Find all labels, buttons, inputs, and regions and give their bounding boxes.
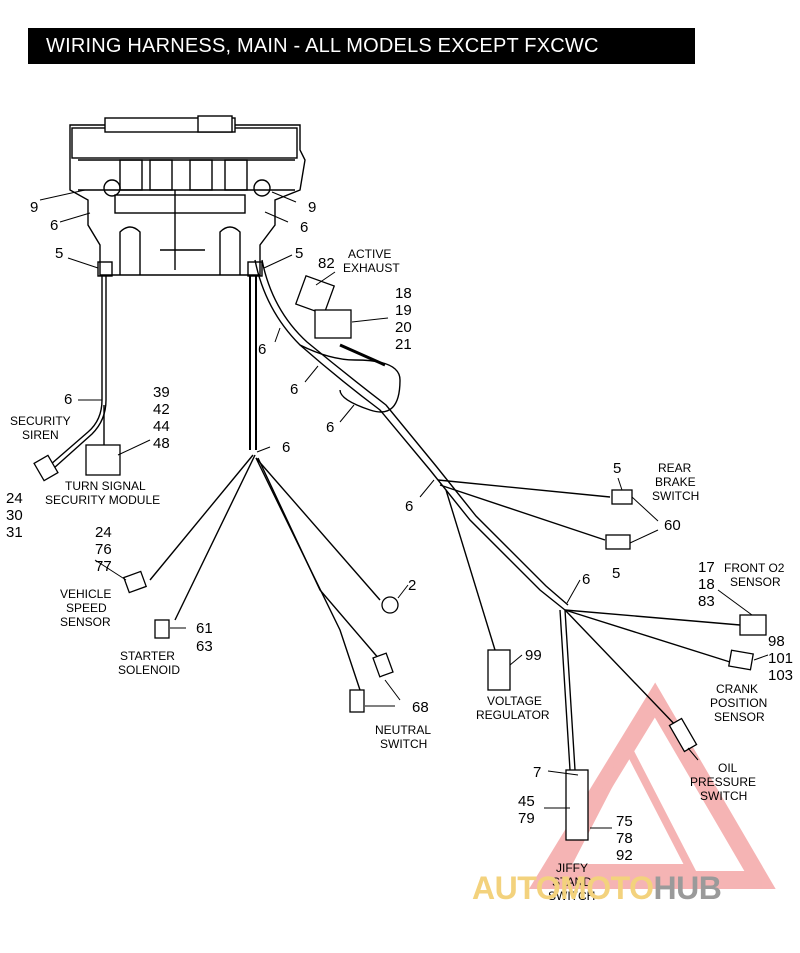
callout-6-exhaust-2: 6	[290, 381, 298, 398]
callout-6-exhaust-1: 6	[258, 341, 266, 358]
label-jiffy-3: SWITCH	[548, 889, 595, 903]
label-neutral-1: NEUTRAL	[375, 723, 431, 737]
callout-6-exhaust-3: 6	[326, 419, 334, 436]
callout-24-b: 24	[95, 524, 112, 541]
label-crank-1: CRANK	[716, 682, 758, 696]
callout-2: 2	[408, 577, 416, 594]
label-o2-1: FRONT O2	[724, 561, 785, 575]
callout-83: 83	[698, 593, 715, 610]
label-crank-2: POSITION	[710, 696, 767, 710]
callout-5-brake-2: 5	[612, 565, 620, 582]
leader-lines	[39, 189, 769, 829]
callout-6-center: 6	[282, 439, 290, 456]
callout-18-a: 18	[395, 285, 412, 302]
callout-68: 68	[412, 699, 429, 716]
label-oil-3: SWITCH	[700, 789, 747, 803]
label-rear-brake-1: REAR	[658, 461, 692, 475]
callout-5-left: 5	[55, 245, 63, 262]
label-oil-1: OIL	[718, 761, 738, 775]
callout-79: 79	[518, 810, 535, 827]
callout-21: 21	[395, 336, 412, 353]
label-voltage-2: REGULATOR	[476, 708, 550, 722]
callout-63: 63	[196, 638, 213, 655]
callout-6-right: 6	[300, 219, 308, 236]
callout-6-left: 6	[50, 217, 58, 234]
label-jiffy-2: STAND	[552, 875, 592, 889]
callout-78: 78	[616, 830, 633, 847]
label-turn-signal-1: TURN SIGNAL	[65, 479, 146, 493]
label-starter-2: SOLENOID	[118, 663, 180, 677]
label-active-exhaust-1: ACTIVE	[348, 247, 391, 261]
callout-5-right: 5	[295, 245, 303, 262]
callout-19: 19	[395, 302, 412, 319]
watermark-part-2: HUB	[653, 870, 722, 906]
callout-101: 101	[768, 650, 793, 667]
label-crank-3: SENSOR	[714, 710, 765, 724]
label-jiffy-1: JIFFY	[556, 861, 588, 875]
diagram-title: WIRING HARNESS, MAIN - ALL MODELS EXCEPT…	[28, 28, 695, 64]
watermark-logo	[528, 682, 776, 889]
callout-99: 99	[525, 647, 542, 664]
label-vss-3: SENSOR	[60, 615, 111, 629]
callout-45: 45	[518, 793, 535, 810]
label-neutral-2: SWITCH	[380, 737, 427, 751]
callout-5-brake: 5	[613, 460, 621, 477]
electrical-caddy	[69, 115, 306, 277]
callout-6-junction: 6	[405, 498, 413, 515]
callout-20: 20	[395, 319, 412, 336]
callout-39: 39	[153, 384, 170, 401]
callout-18-b: 18	[698, 576, 715, 593]
callout-48: 48	[153, 435, 170, 452]
label-security-siren-1: SECURITY	[10, 414, 71, 428]
callout-31: 31	[6, 524, 23, 541]
label-vss-2: SPEED	[66, 601, 107, 615]
label-voltage-1: VOLTAGE	[487, 694, 542, 708]
callout-77: 77	[95, 558, 112, 575]
callout-6-right-branch: 6	[582, 571, 590, 588]
label-vss-1: VEHICLE	[60, 587, 111, 601]
callout-60: 60	[664, 517, 681, 534]
connectors	[33, 274, 767, 841]
callout-44: 44	[153, 418, 170, 435]
callout-76: 76	[95, 541, 112, 558]
callout-42: 42	[153, 401, 170, 418]
component-labels: ACTIVE EXHAUST SECURITY SIREN TURN SIGNA…	[10, 247, 785, 903]
callout-9-right: 9	[308, 199, 316, 216]
label-security-siren-2: SIREN	[22, 428, 59, 442]
label-oil-2: PRESSURE	[690, 775, 756, 789]
label-rear-brake-2: BRAKE	[655, 475, 696, 489]
label-rear-brake-3: SWITCH	[652, 489, 699, 503]
callout-61: 61	[196, 620, 213, 637]
watermark-text: AUTOMOTOHUB	[472, 870, 722, 907]
label-active-exhaust-2: EXHAUST	[343, 261, 400, 275]
callout-103: 103	[768, 667, 793, 684]
callout-82: 82	[318, 255, 335, 272]
callout-30: 30	[6, 507, 23, 524]
callout-92: 92	[616, 847, 633, 864]
callout-24-a: 24	[6, 490, 23, 507]
label-starter-1: STARTER	[120, 649, 175, 663]
callout-7: 7	[533, 764, 541, 781]
callout-6-siren: 6	[64, 391, 72, 408]
watermark-part-1: AUTOMOTO	[472, 870, 654, 906]
label-o2-2: SENSOR	[730, 575, 781, 589]
label-turn-signal-2: SECURITY MODULE	[45, 493, 160, 507]
callout-numbers: 9 6 9 6 5 5 82 18 19 20 21 6 6 6 6 39 42…	[6, 199, 793, 864]
callout-75: 75	[616, 813, 633, 830]
callout-98: 98	[768, 633, 785, 650]
callout-17: 17	[698, 559, 715, 576]
callout-9-left: 9	[30, 199, 38, 216]
